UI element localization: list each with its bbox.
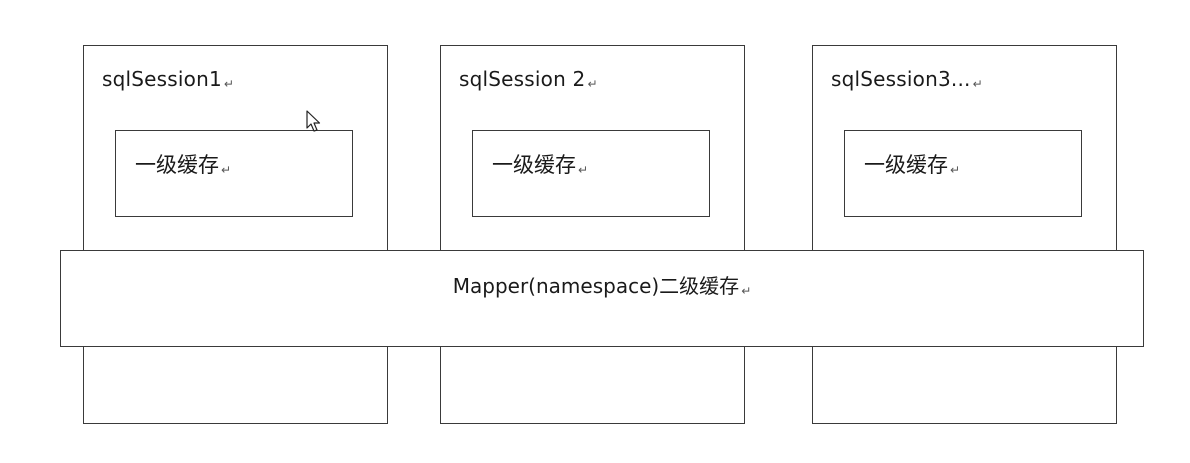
session-box-3: sqlSession3...↵ 一级缓存↵ — [812, 45, 1117, 424]
session-box-2: sqlSession 2↵ 一级缓存↵ — [440, 45, 745, 424]
session-box-1: sqlSession1↵ 一级缓存↵ — [83, 45, 388, 424]
session-label: sqlSession 2↵ — [459, 67, 598, 91]
paragraph-mark: ↵ — [587, 77, 598, 91]
first-level-cache-box: 一级缓存↵ — [472, 130, 710, 217]
paragraph-mark: ↵ — [950, 163, 961, 177]
paragraph-mark: ↵ — [223, 77, 235, 91]
cache-label: 一级缓存↵ — [864, 153, 961, 177]
paragraph-mark: ↵ — [741, 284, 752, 298]
paragraph-mark: ↵ — [578, 163, 589, 177]
session-label: sqlSession3...↵ — [831, 67, 983, 91]
session-label: sqlSession1↵ — [102, 67, 235, 91]
mapper-second-level-cache-band: Mapper(namespace)二级缓存↵ — [60, 250, 1144, 347]
paragraph-mark: ↵ — [972, 77, 983, 91]
paragraph-mark: ↵ — [221, 163, 232, 177]
mouse-pointer-icon — [306, 110, 321, 132]
mapper-label: Mapper(namespace)二级缓存↵ — [452, 274, 752, 298]
first-level-cache-box: 一级缓存↵ — [844, 130, 1082, 217]
cache-label: 一级缓存↵ — [135, 153, 232, 177]
cache-label: 一级缓存↵ — [492, 153, 589, 177]
first-level-cache-box: 一级缓存↵ — [115, 130, 353, 217]
